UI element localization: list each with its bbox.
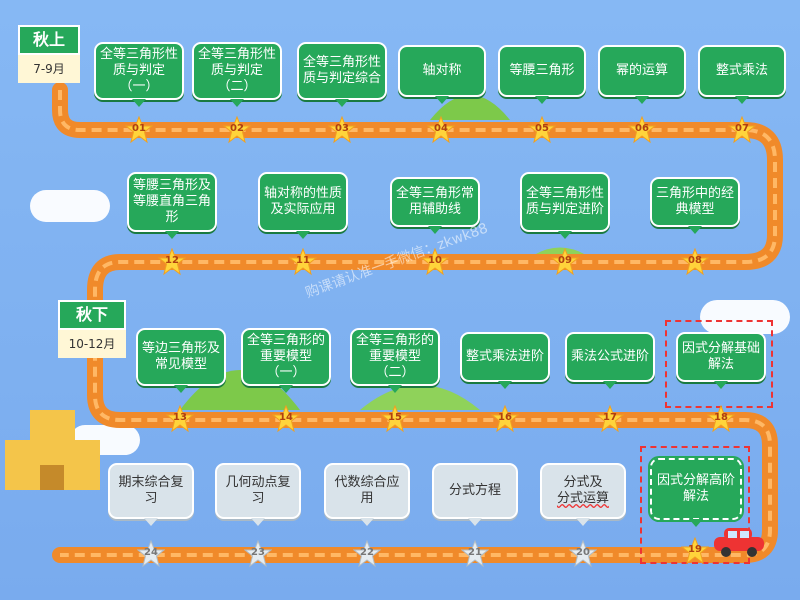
lesson-card[interactable]: 整式乘法进阶: [460, 332, 550, 389]
lesson-card[interactable]: 全等三角形的重要模型（一）: [241, 328, 331, 393]
lesson-number-badge: 20: [568, 539, 598, 568]
semester-label: 秋上: [18, 25, 80, 55]
lesson-number-badge: 14: [271, 404, 301, 433]
lesson-number-badge: 22: [352, 539, 382, 568]
lesson-card[interactable]: 等边三角形及常见模型: [136, 328, 226, 393]
lesson-card[interactable]: 轴对称: [398, 45, 486, 104]
lesson-number-badge: 06: [627, 115, 657, 144]
lesson-card[interactable]: 全等三角形性质与判定综合: [297, 42, 387, 107]
lesson-number-badge: 23: [243, 539, 273, 568]
lesson-number-badge: 03: [327, 115, 357, 144]
lesson-card[interactable]: 期末综合复习: [108, 463, 194, 526]
semester-range: 10-12月: [58, 330, 126, 358]
castle-tower: [30, 410, 75, 445]
lesson-card[interactable]: 因式分解高阶解法: [648, 456, 744, 527]
lesson-number-badge: 08: [680, 247, 710, 276]
lesson-card[interactable]: 全等三角形常用辅助线: [390, 177, 480, 234]
lesson-number-badge: 13: [165, 404, 195, 433]
lesson-number-badge: 07: [727, 115, 757, 144]
lesson-number-badge: 04: [426, 115, 456, 144]
lesson-card[interactable]: 几何动点复习: [215, 463, 301, 526]
cloud: [700, 300, 790, 334]
semester-label: 秋下: [58, 300, 126, 330]
lesson-number-badge: 15: [380, 404, 410, 433]
lesson-card[interactable]: 三角形中的经典模型: [650, 177, 740, 234]
hill: [430, 95, 510, 120]
lesson-card[interactable]: 等腰三角形及等腰直角三角形: [127, 172, 217, 239]
lesson-number-badge: 24: [136, 539, 166, 568]
lesson-card[interactable]: 全等三角形的重要模型（二）: [350, 328, 440, 393]
lesson-card[interactable]: 全等三角形性质与判定进阶: [520, 172, 610, 239]
lesson-number-badge: 02: [222, 115, 252, 144]
lesson-number-badge: 16: [490, 404, 520, 433]
castle-door: [40, 465, 64, 490]
lesson-card[interactable]: 等腰三角形: [498, 45, 586, 104]
lesson-card[interactable]: 分式及 分式运算: [540, 463, 626, 526]
lesson-title-line: 分式及: [563, 475, 603, 490]
lesson-card[interactable]: 整式乘法: [698, 45, 786, 104]
lesson-card[interactable]: 代数综合应用: [324, 463, 410, 526]
lesson-card[interactable]: 因式分解基础解法: [676, 332, 766, 389]
lesson-card[interactable]: 乘法公式进阶: [565, 332, 655, 389]
lesson-number-badge: 10: [420, 247, 450, 276]
lesson-number-badge: 18: [706, 404, 736, 433]
lesson-number-badge: 05: [527, 115, 557, 144]
cloud: [30, 190, 110, 222]
lesson-card[interactable]: 分式方程: [432, 463, 518, 526]
lesson-number-badge: 12: [157, 247, 187, 276]
semester-range: 7-9月: [18, 55, 80, 83]
lesson-title-line: 分式运算: [556, 491, 609, 506]
car-icon: [714, 528, 764, 557]
lesson-card[interactable]: 全等三角形性质与判定（二）: [192, 42, 282, 107]
lesson-number-badge: 09: [550, 247, 580, 276]
lesson-number-badge: 11: [288, 247, 318, 276]
highlight-box: [640, 446, 750, 564]
lesson-number-badge: 21: [460, 539, 490, 568]
highlight-box: [665, 320, 773, 408]
lesson-card[interactable]: 幂的运算: [598, 45, 686, 104]
lesson-number-badge: 19: [680, 536, 710, 565]
hill: [360, 385, 480, 410]
lesson-number-badge: 01: [124, 115, 154, 144]
lesson-card[interactable]: 全等三角形性质与判定（一）: [94, 42, 184, 107]
lesson-number-badge: 17: [595, 404, 625, 433]
lesson-card[interactable]: 轴对称的性质及实际应用: [258, 172, 348, 239]
